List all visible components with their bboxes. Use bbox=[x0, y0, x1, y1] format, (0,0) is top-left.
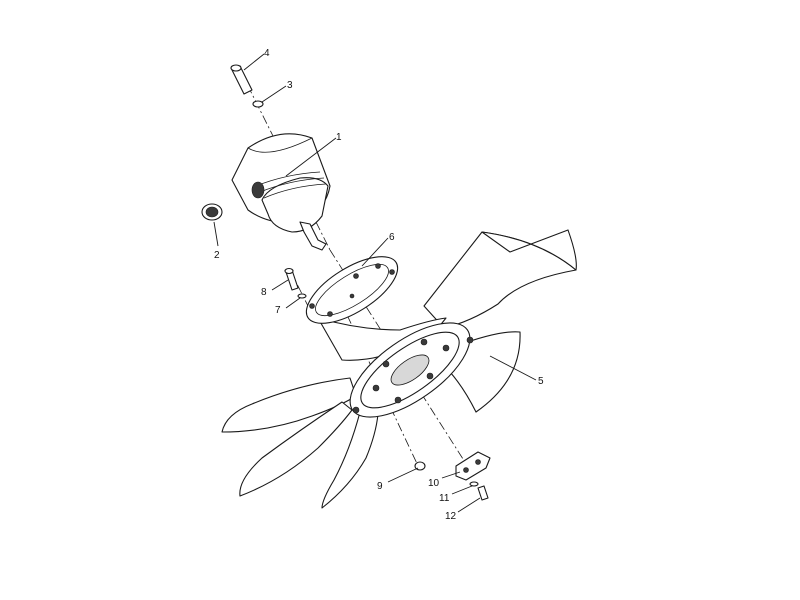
leader-1 bbox=[285, 137, 337, 177]
bottom-bolt bbox=[477, 485, 489, 501]
callout-5: 5 bbox=[538, 376, 544, 387]
callout-2: 2 bbox=[214, 250, 220, 261]
leader-7 bbox=[285, 297, 301, 309]
fan-drive bbox=[231, 133, 331, 251]
fan-hub bbox=[349, 322, 474, 418]
leader-10 bbox=[441, 471, 461, 479]
fan-blade-lower-left bbox=[239, 401, 353, 497]
left-bolt bbox=[284, 267, 299, 291]
leader-11 bbox=[451, 485, 473, 495]
bracket bbox=[455, 451, 491, 481]
plug bbox=[201, 203, 223, 221]
left-washer bbox=[297, 293, 307, 299]
fan-blade-lower-right bbox=[449, 331, 521, 413]
leader-2 bbox=[213, 221, 219, 247]
bottom-washer bbox=[469, 481, 479, 487]
leader-9 bbox=[387, 467, 419, 483]
callout-6: 6 bbox=[389, 232, 395, 243]
callout-7: 7 bbox=[275, 305, 281, 316]
callout-12: 12 bbox=[445, 511, 457, 522]
fan-blade-upper-right-back bbox=[481, 229, 577, 271]
top-washer bbox=[252, 100, 264, 108]
callout-8: 8 bbox=[261, 287, 267, 298]
leader-5 bbox=[489, 355, 537, 381]
fan-blades bbox=[221, 229, 577, 509]
leader-12 bbox=[457, 497, 481, 513]
callout-10: 10 bbox=[428, 478, 440, 489]
callout-9: 9 bbox=[377, 481, 383, 492]
callout-3: 3 bbox=[287, 80, 293, 91]
fan-blade-bottom bbox=[321, 411, 379, 509]
leader-lines bbox=[213, 53, 537, 513]
adapter-plate bbox=[305, 256, 399, 324]
leader-3 bbox=[261, 85, 287, 103]
callout-4: 4 bbox=[264, 48, 270, 59]
callout-labels: 1 2 3 4 5 6 7 8 9 10 11 12 bbox=[214, 48, 544, 522]
top-bolt bbox=[230, 64, 253, 95]
callout-11: 11 bbox=[439, 493, 450, 504]
fan-blade-left bbox=[221, 377, 357, 433]
callout-1: 1 bbox=[336, 132, 342, 143]
leader-6 bbox=[361, 237, 389, 267]
leader-8 bbox=[271, 279, 289, 291]
leader-4 bbox=[243, 53, 265, 71]
